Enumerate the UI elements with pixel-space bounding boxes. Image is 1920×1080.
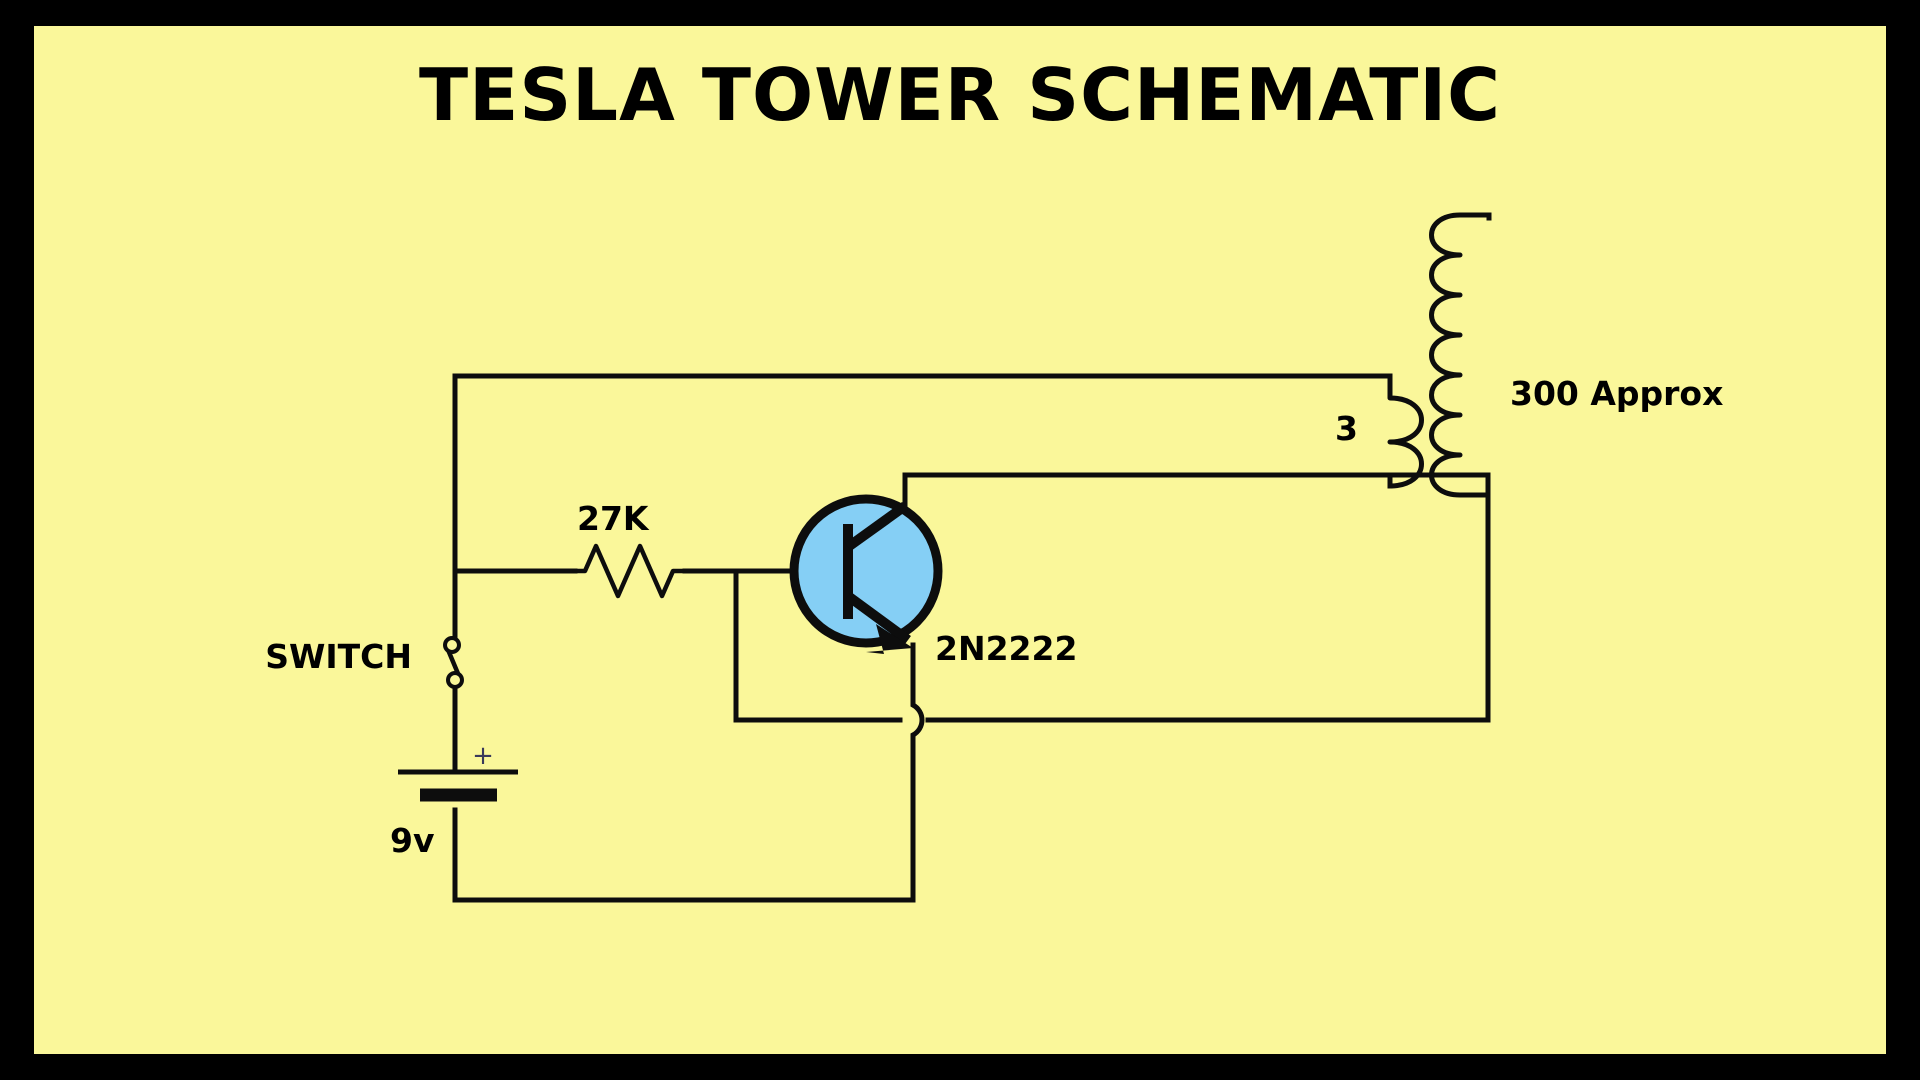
transistor-emitter-arrow: [866, 624, 913, 654]
wire-hop-crossover: [910, 687, 925, 755]
battery-polarity-label: +: [472, 741, 494, 771]
resistor-symbol: [572, 543, 688, 599]
secondary-coil-label: 300 Approx: [1510, 374, 1723, 413]
switch-symbol[interactable]: [443, 636, 464, 689]
secondary-coil-turns: [1429, 212, 1492, 513]
primary-coil-symbol: [1387, 373, 1424, 489]
transistor-collector-lead: [845, 501, 908, 552]
secondary-coil-symbol: [1429, 212, 1492, 513]
switch-terminal-upper[interactable]: [443, 636, 461, 654]
transistor-envelope[interactable]: [789, 494, 943, 648]
schematic-canvas: [34, 26, 1886, 1054]
battery-label: 9v: [390, 821, 435, 860]
switch-terminal-lower[interactable]: [446, 671, 464, 689]
transistor-symbol[interactable]: [789, 472, 943, 693]
transistor-label: 2N2222: [935, 629, 1077, 668]
primary-coil-turns: [1387, 373, 1424, 489]
resistor-label: 27K: [577, 499, 650, 538]
switch-label: SWITCH: [265, 637, 412, 676]
page-title: TESLA TOWER SCHEMATIC: [419, 53, 1501, 137]
transistor-emitter-lead: [845, 591, 911, 645]
battery-symbol: [398, 769, 518, 802]
primary-coil-label: 3: [1335, 409, 1358, 448]
